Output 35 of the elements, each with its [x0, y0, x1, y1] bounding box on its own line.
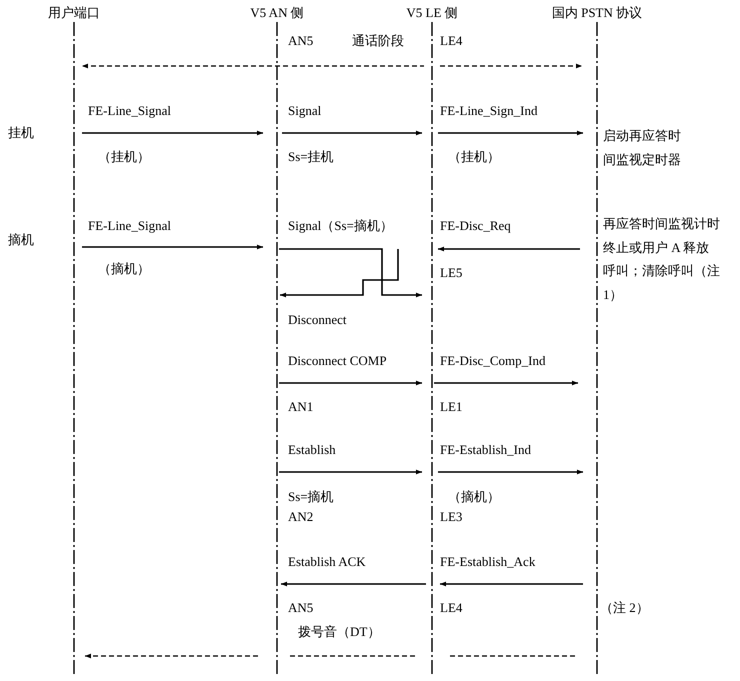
message-arrow — [438, 470, 583, 474]
message-arrow — [85, 654, 258, 658]
event-label: 挂机 — [8, 125, 34, 141]
edge-label: Signal — [288, 103, 322, 119]
message-arrow — [280, 249, 399, 298]
message-arrow — [434, 380, 578, 386]
parameter-label: Ss=摘机 — [288, 489, 334, 505]
edge-label: FE-Line_Signal — [88, 103, 172, 119]
event-label: 摘机 — [8, 232, 34, 248]
phase-label: 通话阶段 — [352, 33, 404, 49]
edge-label: FE-Disc_Req — [440, 218, 511, 234]
edge-label: FE-Establish_Ack — [440, 554, 536, 570]
lifeline-header: V5 LE 侧 — [405, 4, 459, 22]
edge-label: FE-Line_Sign_Ind — [440, 103, 538, 119]
message-arrow — [438, 130, 583, 136]
message-arrow — [440, 582, 583, 586]
lifeline-header: 用户端口 — [47, 4, 101, 22]
message-arrow — [82, 130, 263, 136]
message-arrow — [282, 130, 422, 136]
note-text: 启动再应答时间监视定时器 — [603, 127, 682, 168]
message-arrow — [440, 64, 582, 68]
message-arrow — [279, 248, 422, 298]
edge-label: FE-Establish_Ind — [440, 442, 531, 458]
message-arrow — [281, 582, 426, 586]
lifeline-header: V5 AN 侧 — [249, 4, 305, 22]
message-arrow — [82, 244, 263, 250]
message-arrow — [279, 470, 422, 474]
parameter-label: Ss=挂机 — [288, 149, 334, 165]
message-arrow — [438, 246, 580, 252]
edge-label: FE-Disc_Comp_Ind — [440, 353, 546, 369]
message-arrow — [82, 64, 288, 68]
lifeline-header: 国内 PSTN 协议 — [550, 4, 644, 22]
note-text: 再应答时间监视计时终止或用户 A 释放呼叫；清除呼叫（注 1） — [603, 215, 721, 304]
edge-label: FE-Line_Signal — [88, 218, 172, 234]
message-arrow — [279, 380, 422, 386]
